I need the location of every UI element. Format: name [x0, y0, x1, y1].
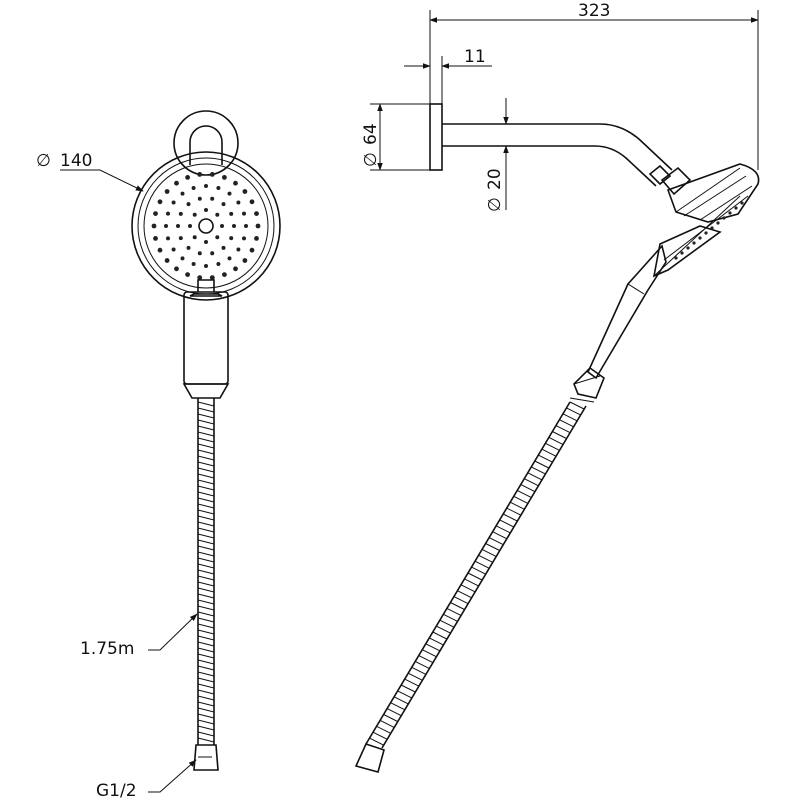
connection-label: G1/2 [96, 781, 137, 800]
nozzle-pattern [151, 172, 261, 280]
dimension-connection: G1/2 [96, 759, 197, 800]
wall-bracket [173, 110, 239, 176]
side-view: 323 11 ∅ 64 ∅ 20 [354, 1, 760, 773]
flange-thickness-label: 11 [464, 47, 486, 67]
handset-side [569, 244, 667, 403]
shower-head-side [652, 163, 760, 278]
hose-length-label: 1.75m [80, 639, 134, 659]
hose-side [354, 401, 587, 773]
head-diameter-label: 140 [60, 151, 92, 171]
shower-head-front [131, 151, 281, 301]
diameter-symbol-140: ∅ [36, 151, 51, 171]
diameter-symbol-20: ∅ [485, 197, 505, 212]
dimension-arm-diameter: ∅ 20 [485, 98, 520, 212]
dimension-overall-length: 323 [429, 1, 759, 170]
dimension-flange-thickness: 11 [404, 47, 492, 104]
arm-diameter-label: 20 [485, 168, 505, 190]
handset-handle [182, 279, 230, 399]
shower-arm [442, 123, 692, 196]
front-view: ∅ 140 1.75m G1/2 [36, 110, 281, 800]
hose-front [193, 398, 219, 771]
overall-length-label: 323 [578, 1, 610, 21]
dimension-head-diameter: ∅ 140 [36, 151, 144, 192]
diameter-symbol-64: ∅ [361, 152, 381, 167]
wall-flange-side [429, 103, 443, 171]
flange-diameter-label: 64 [361, 123, 381, 145]
dimension-hose-length: 1.75m [80, 613, 198, 659]
dimension-flange-diameter: ∅ 64 [361, 103, 430, 171]
